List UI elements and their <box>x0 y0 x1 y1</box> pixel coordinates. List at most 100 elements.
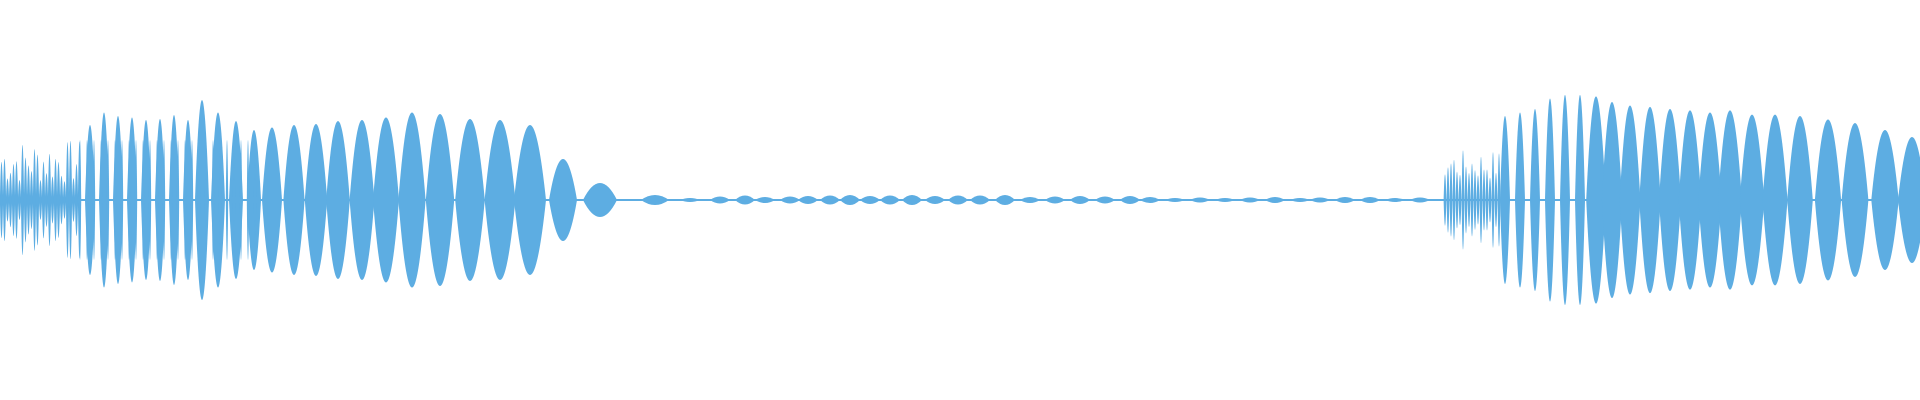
wave-spike <box>20 144 25 256</box>
wave-spike <box>41 161 46 239</box>
wave-spike <box>232 140 236 260</box>
wave-spike <box>218 140 222 260</box>
wave-lobe <box>326 121 350 279</box>
wave-lobe <box>211 112 225 288</box>
wave-spike <box>1464 166 1468 234</box>
wave-lobe <box>1659 109 1681 291</box>
wave-spike <box>35 154 40 246</box>
wave-spike <box>113 140 117 260</box>
wave-spike <box>17 180 22 220</box>
wave-spike <box>1452 159 1456 241</box>
wave-spike <box>92 140 96 260</box>
wave-spike <box>68 140 73 260</box>
wave-spike <box>204 140 208 260</box>
wave-lobe <box>1698 112 1722 288</box>
wave-lobe <box>840 195 860 205</box>
wave-lobe <box>1215 198 1235 202</box>
wave-lobe <box>1639 106 1661 294</box>
wave-spike <box>120 140 124 260</box>
wave-spike <box>1467 173 1471 227</box>
wave-spike <box>246 140 250 260</box>
wave-spike <box>62 181 67 219</box>
wave-lobe <box>1290 198 1310 202</box>
wave-spike <box>1476 175 1480 225</box>
wave-lobe <box>455 119 485 281</box>
wave-lobe <box>970 195 990 205</box>
wave-lobe <box>1265 197 1285 203</box>
wave-spike <box>1458 174 1462 226</box>
wave-spike <box>65 142 70 258</box>
wave-spike <box>59 175 64 225</box>
wave-spike <box>1497 153 1501 247</box>
wave-lobe <box>1120 196 1140 204</box>
wave-spike <box>176 140 180 260</box>
wave-lobe <box>283 125 305 275</box>
wave-spike <box>1494 172 1498 228</box>
wave-spike <box>50 176 55 224</box>
wave-lobe <box>1140 197 1160 203</box>
wave-spike <box>8 172 13 228</box>
wave-spike <box>38 180 43 220</box>
wave-lobe <box>484 120 516 280</box>
wave-lobe <box>1560 95 1570 305</box>
wave-lobe <box>641 195 669 205</box>
wave-spike <box>47 153 52 247</box>
wave-spike <box>148 140 152 260</box>
wave-lobe <box>798 196 818 204</box>
wave-spike <box>99 140 103 260</box>
wave-lobe <box>514 125 546 275</box>
wave-spike <box>1488 177 1492 223</box>
wave-lobe <box>373 117 399 283</box>
wave-lobe <box>1586 96 1606 304</box>
wave-spike <box>1479 156 1483 244</box>
wave-lobe <box>583 183 617 217</box>
wave-lobe <box>1190 197 1210 203</box>
wave-lobe <box>860 196 880 204</box>
wave-spike <box>23 157 28 243</box>
wave-lobe <box>1385 198 1405 202</box>
wave-lobe <box>1240 197 1260 203</box>
wave-spike <box>11 163 16 237</box>
wave-spike <box>26 165 31 235</box>
wave-lobe <box>1787 116 1813 284</box>
wave-lobe <box>349 120 375 280</box>
wave-lobe <box>229 121 243 279</box>
wave-spike <box>253 140 257 260</box>
wave-lobe <box>1410 197 1430 203</box>
wave-lobe <box>195 100 209 300</box>
wave-lobe <box>735 195 755 205</box>
wave-lobe <box>425 114 455 286</box>
wave-lobe <box>1619 105 1641 295</box>
wave-spike <box>162 140 166 260</box>
wave-lobe <box>1095 196 1115 204</box>
wave-lobe <box>1515 112 1525 288</box>
wave-spike <box>1473 170 1477 230</box>
wave-lobe <box>1762 114 1788 286</box>
wave-spike <box>71 178 76 222</box>
wave-spike <box>1455 171 1459 229</box>
wave-lobe <box>1500 116 1510 284</box>
wave-lobe <box>1310 197 1330 203</box>
wave-lobe <box>1070 196 1090 204</box>
wave-lobe <box>1871 130 1899 270</box>
wave-lobe <box>1739 114 1765 286</box>
wave-lobe <box>262 127 282 273</box>
wave-spike <box>183 140 187 260</box>
wave-lobe <box>304 124 328 276</box>
wave-spike <box>211 140 215 260</box>
wave-spike <box>0 162 4 238</box>
wave-lobe <box>1575 95 1585 305</box>
wave-spike <box>2 158 7 242</box>
wave-lobe <box>925 196 945 204</box>
wave-spike <box>169 140 173 260</box>
wave-lobe <box>1020 197 1040 203</box>
wave-spike <box>106 140 110 260</box>
wave-spike <box>5 178 10 222</box>
wave-spike <box>1482 169 1486 231</box>
wave-spike <box>1443 174 1447 226</box>
wave-lobe <box>902 195 922 205</box>
wave-spike <box>1449 163 1453 237</box>
wave-spike <box>32 149 37 251</box>
wave-lobe <box>1898 137 1920 263</box>
